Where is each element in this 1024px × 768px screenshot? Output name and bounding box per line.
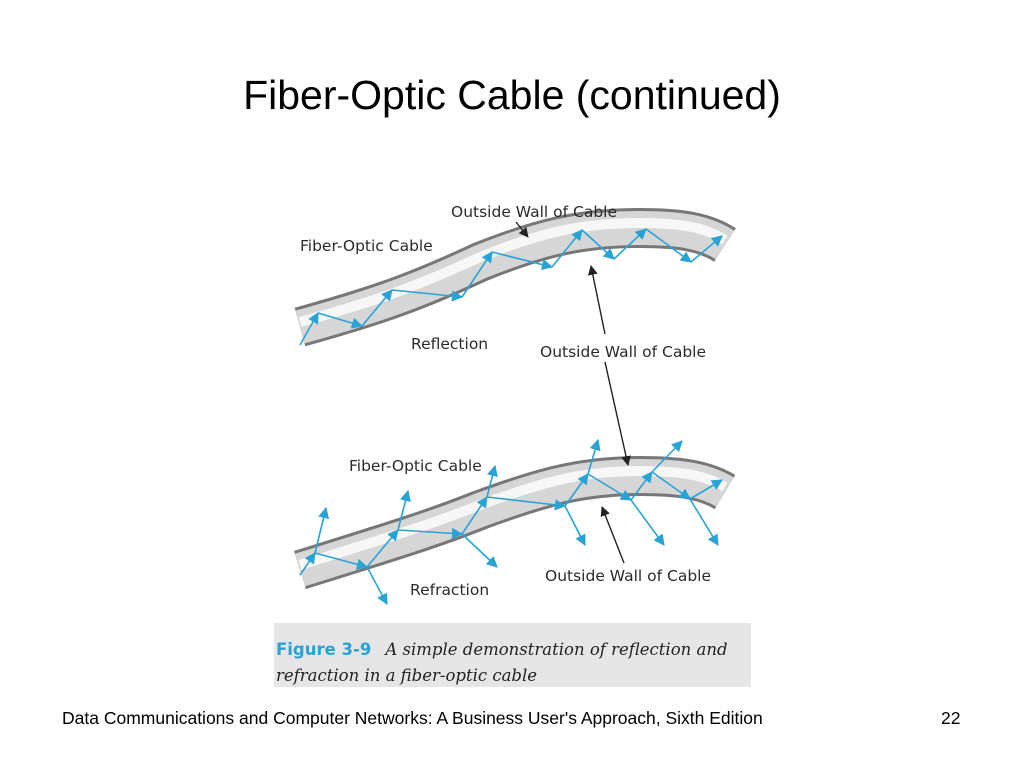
top-outside-wall-label: Outside Wall of Cable xyxy=(451,203,617,221)
slide-footer: Data Communications and Computer Network… xyxy=(62,708,763,728)
middle-outside-wall-label: Outside Wall of Cable xyxy=(540,343,706,361)
reflection-label: Reflection xyxy=(411,335,488,353)
top-reflection-rays xyxy=(299,228,723,346)
refraction-label: Refraction xyxy=(410,581,489,599)
bottom-cable-label: Fiber-Optic Cable xyxy=(349,457,482,475)
slide-title: Fiber-Optic Cable (continued) xyxy=(243,72,781,118)
figure-caption-body: A simple demonstration of reflection and… xyxy=(276,640,728,685)
page-number: 22 xyxy=(941,708,961,728)
pointer-arrows xyxy=(515,221,631,564)
figure-number: Figure 3-9 xyxy=(276,640,372,659)
bottom-refraction-rays xyxy=(299,438,723,605)
bottom-outside-wall-label: Outside Wall of Cable xyxy=(545,567,711,585)
bottom-cable xyxy=(294,455,736,590)
top-cable-label: Fiber-Optic Cable xyxy=(300,237,433,255)
